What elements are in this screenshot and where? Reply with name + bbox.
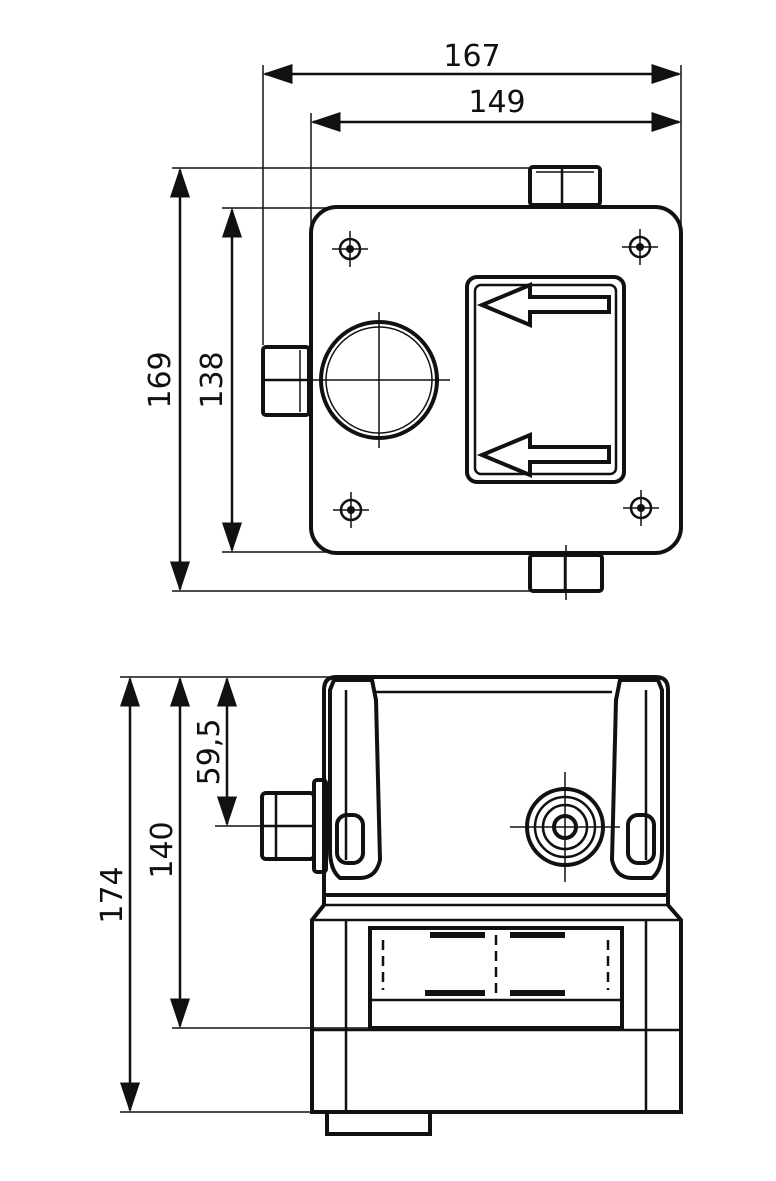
arrow-left-icon [476, 432, 611, 478]
outlet-port [510, 772, 620, 882]
dimension-outlet-height: 59,5 [192, 676, 262, 827]
dimension-front-overall-height: 174 [95, 676, 335, 1113]
left-connector [261, 345, 311, 417]
arrow-left-icon [476, 282, 611, 328]
front-view: 174 140 59,5 [95, 675, 683, 1136]
top-connector [528, 165, 602, 207]
dimension-label-59-5: 59,5 [192, 719, 227, 786]
dimension-body-height: 138 [195, 207, 330, 553]
flow-direction-panel [465, 275, 626, 484]
dimension-label-149: 149 [468, 85, 525, 120]
front-lower-housing [310, 895, 683, 1114]
top-view: 167 149 169 138 [143, 39, 683, 600]
front-label-panel [368, 926, 624, 1030]
front-left-connector [260, 778, 328, 874]
dimension-overall-width: 167 [262, 39, 682, 345]
dimension-label-138: 138 [195, 351, 230, 408]
dimension-overall-height: 169 [143, 167, 600, 592]
dimension-front-body-height: 140 [145, 676, 370, 1029]
round-port [300, 312, 450, 448]
screw-icons [332, 229, 659, 528]
bottom-spigot [325, 1110, 432, 1136]
dimension-label-169: 169 [143, 351, 178, 408]
dimension-label-140: 140 [145, 821, 180, 878]
dimension-label-174: 174 [95, 866, 130, 923]
dimension-label-167: 167 [443, 39, 500, 74]
